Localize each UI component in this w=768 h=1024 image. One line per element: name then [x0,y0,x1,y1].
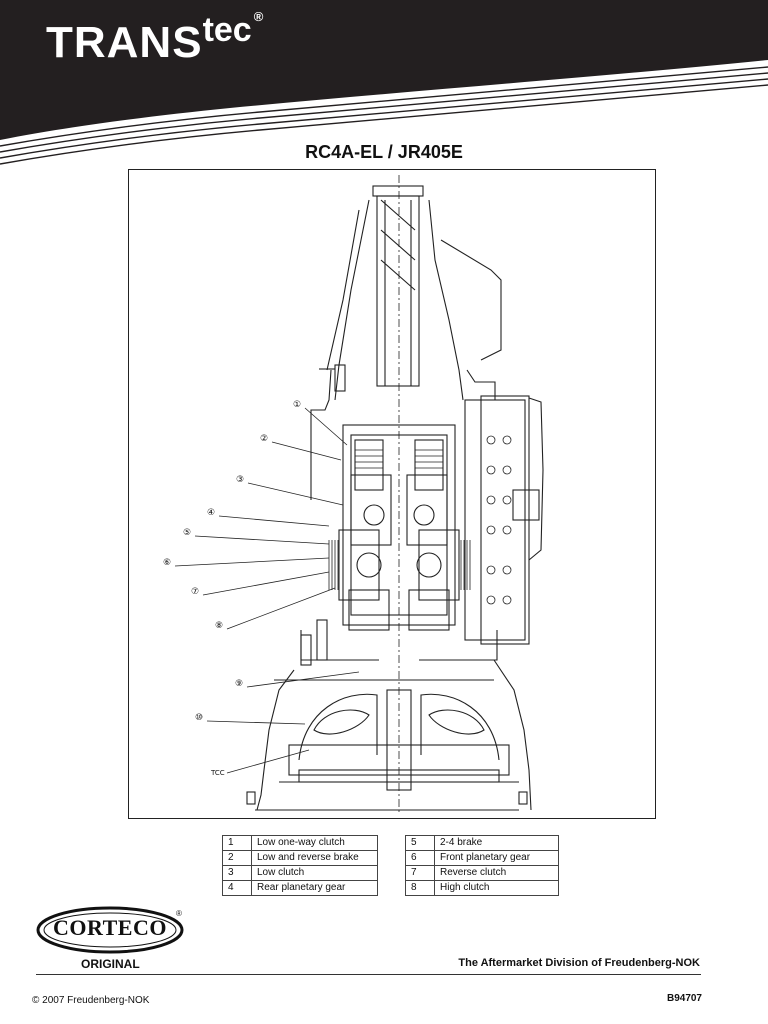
legend-label: Rear planetary gear [251,880,378,896]
corteco-logo: CORTECO ® [34,905,190,960]
legend-num: 1 [222,835,252,851]
corteco-wordmark: CORTECO [53,915,167,940]
transmission-drawing [174,175,544,815]
callout-10: ⑩ [195,713,204,723]
legend-num: 7 [405,865,435,881]
legend-label: Low one-way clutch [251,835,378,851]
legend-num: 5 [405,835,435,851]
brand-registered: ® [253,9,264,24]
callout-7: ⑦ [191,587,200,597]
legend-label: Front planetary gear [434,850,559,866]
legend-label: Low and reverse brake [251,850,378,866]
header-wave-graphic [0,0,768,165]
transtec-logo: TRANStec® [46,9,263,68]
legend-num: 4 [222,880,252,896]
callout-6: ⑥ [163,558,172,568]
legend-num: 8 [405,880,435,896]
document-code: B94707 [666,993,702,1004]
callout-4: ④ [207,508,216,518]
legend-num: 6 [405,850,435,866]
corteco-original: ORIGINAL [81,957,140,971]
footer-tagline: The Aftermarket Division of Freudenberg-… [458,957,700,969]
copyright-text: © 2007 Freudenberg-NOK [32,995,150,1006]
transmission-cross-section: ① ② ③ ④ ⑤ ⑥ ⑦ ⑧ ⑨ ⑩ TCC [128,169,656,819]
legend-num: 2 [222,850,252,866]
corteco-registered: ® [176,909,182,918]
corteco-oval [36,906,184,954]
legend-label: Low clutch [251,865,378,881]
brand-main: TRANS [46,18,203,67]
legend-label: High clutch [434,880,559,896]
callout-9: ⑨ [235,679,244,689]
callout-1: ① [293,400,302,410]
legend-label: 2-4 brake [434,835,559,851]
footer-divider [36,974,701,975]
legend-label: Reverse clutch [434,865,559,881]
callout-5: ⑤ [183,528,192,538]
page-title: RC4A-EL / JR405E [305,142,463,162]
callout-2: ② [260,434,269,444]
legend-num: 3 [222,865,252,881]
header-banner: TRANStec® [0,0,768,170]
tcc-label: TCC [211,769,225,777]
callout-3: ③ [236,475,245,485]
callout-8: ⑧ [215,621,224,631]
brand-superscript: tec [202,11,252,49]
